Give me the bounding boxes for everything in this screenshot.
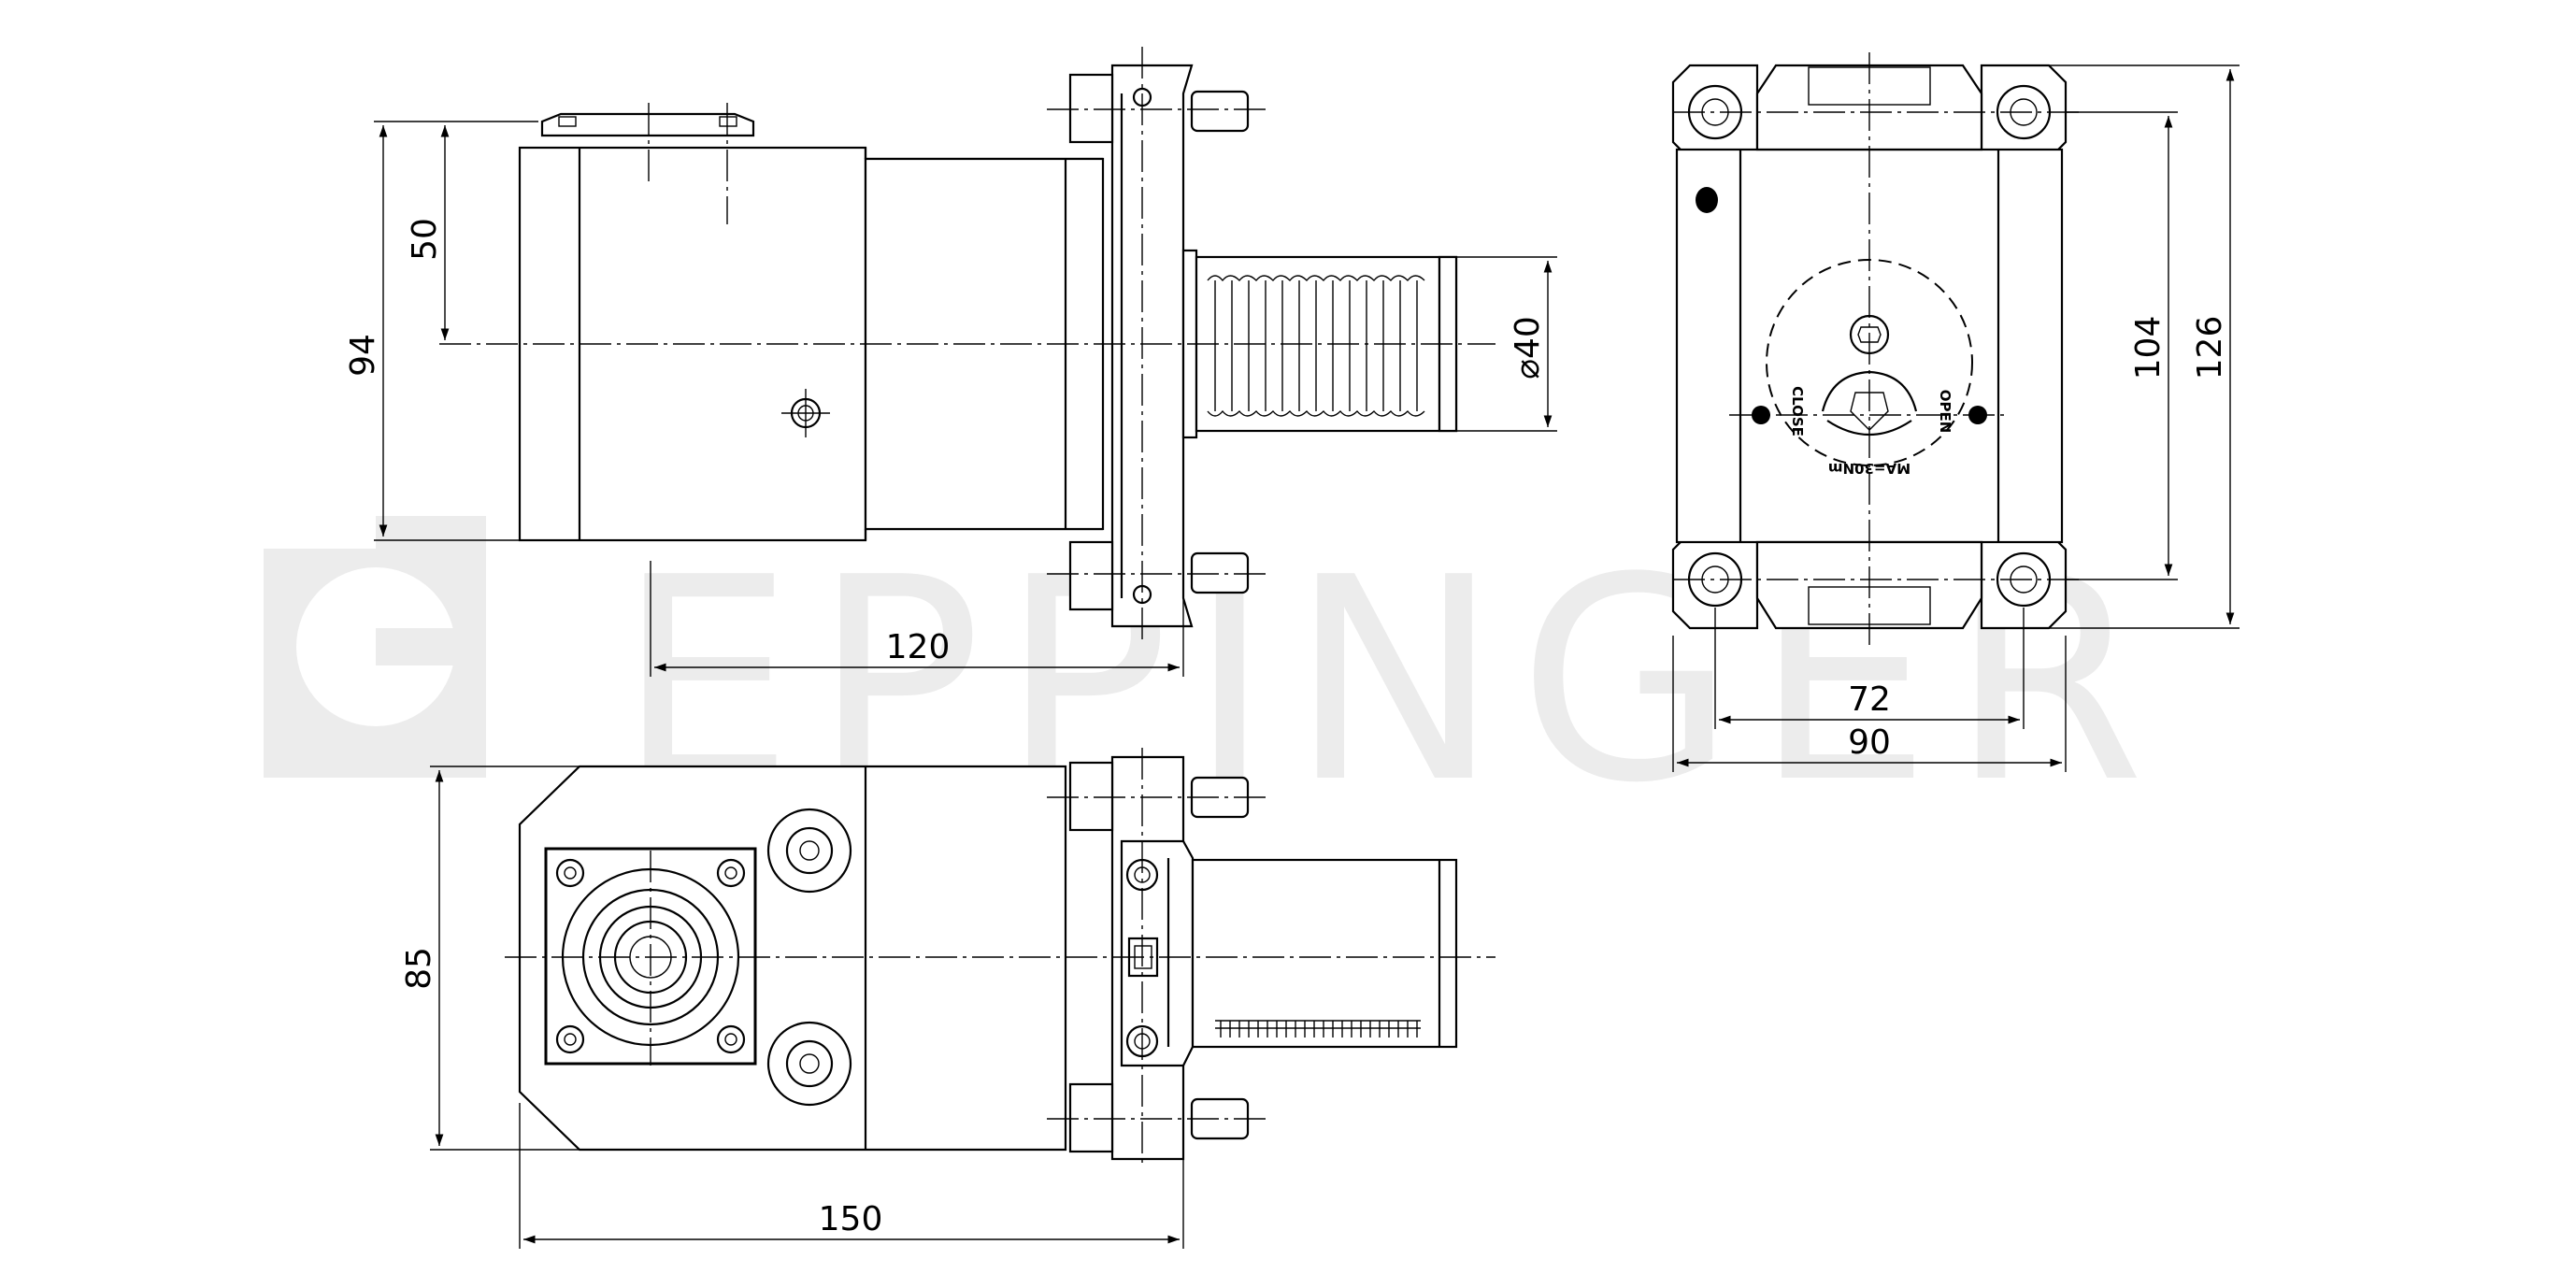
label-close: CLOSE [1789,386,1806,436]
dim-top-length: 150 [819,1200,883,1238]
dim-height-outer: 126 [2191,316,2229,380]
side-view: 94 50 ⌀40 120 [344,47,1557,677]
top-view: 85 150 [400,748,1496,1249]
watermark-logo [264,516,486,778]
dim-width-inner: 72 [1848,680,1891,719]
dim-axis-height: 50 [406,218,444,261]
label-open: OPEN [1937,390,1953,434]
shank-serrations [1207,275,1425,417]
dim-height-inner: 104 [2129,316,2168,380]
dim-top-height: 85 [400,947,438,990]
front-view: CLOSE OPEN MA=30Nm 72 90 104 126 [1671,52,2240,772]
dim-width-outer: 90 [1848,723,1891,762]
label-torque: MA=30Nm [1828,460,1911,477]
dim-shank-diameter: ⌀40 [1509,316,1547,379]
dim-overall-height: 94 [344,334,382,377]
dim-length-120: 120 [886,628,951,666]
